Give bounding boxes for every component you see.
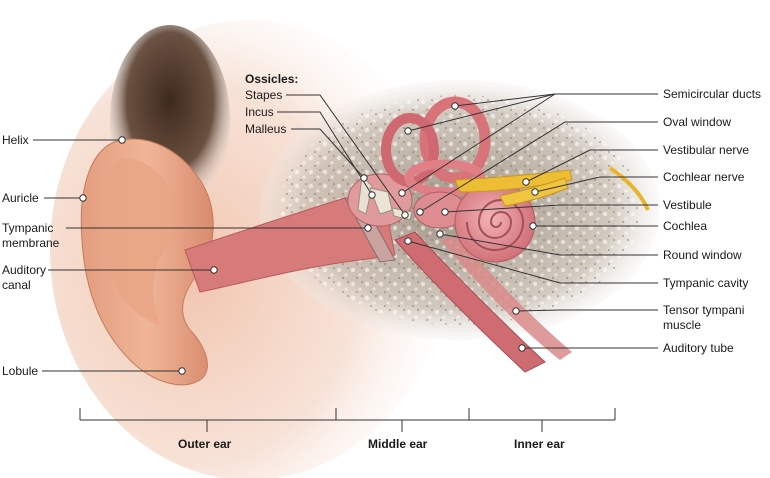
label-vestibule: Vestibule (663, 198, 712, 212)
label-auditory-canal-line1: Auditory (2, 263, 47, 277)
tensor-tympani-shape (440, 236, 572, 360)
label-vestibular-nerve: Vestibular nerve (663, 143, 750, 157)
label-oval-window: Oval window (663, 115, 732, 129)
label-incus: Incus (245, 105, 274, 119)
label-helix: Helix (2, 133, 29, 147)
label-tensor-tympani-line1: Tensor tympani (663, 303, 745, 317)
label-auricle: Auricle (2, 191, 39, 205)
leader-lines (33, 93, 658, 372)
ossicles-header: Ossicles: (245, 72, 299, 86)
auditory-canal-shape (184, 197, 396, 293)
label-stapes: Stapes (245, 88, 283, 102)
label-auditory-canal-line2: canal (2, 278, 31, 292)
label-tympanic-cavity: Tympanic cavity (663, 276, 749, 290)
malleus-shape (357, 174, 373, 215)
label-malleus: Malleus (245, 122, 287, 136)
semicircular-duct-anterior (419, 96, 491, 184)
section-bracket (79, 408, 616, 432)
label-cochlea: Cochlea (663, 219, 708, 233)
section-outer-ear: Outer ear (178, 437, 232, 451)
leader-dots (79, 102, 539, 375)
section-inner-ear: Inner ear (514, 437, 565, 451)
label-tensor-tympani-line2: muscle (663, 318, 702, 332)
nerve-tail (608, 166, 650, 211)
label-round-window: Round window (663, 248, 742, 262)
auditory-tube-shape (394, 231, 546, 373)
cochlea-spiral (466, 199, 525, 251)
section-middle-ear: Middle ear (368, 437, 428, 451)
concha-shape (103, 158, 176, 325)
label-lobule: Lobule (2, 364, 39, 378)
label-tympanic-membrane-line2: membrane (2, 236, 60, 250)
label-cochlear-nerve: Cochlear nerve (663, 170, 745, 184)
label-semicircular-ducts: Semicircular ducts (663, 87, 762, 101)
vestibular-nerve-shape (454, 169, 573, 193)
label-auditory-tube: Auditory tube (663, 341, 734, 355)
label-tympanic-membrane-line1: Tympanic (2, 221, 54, 235)
